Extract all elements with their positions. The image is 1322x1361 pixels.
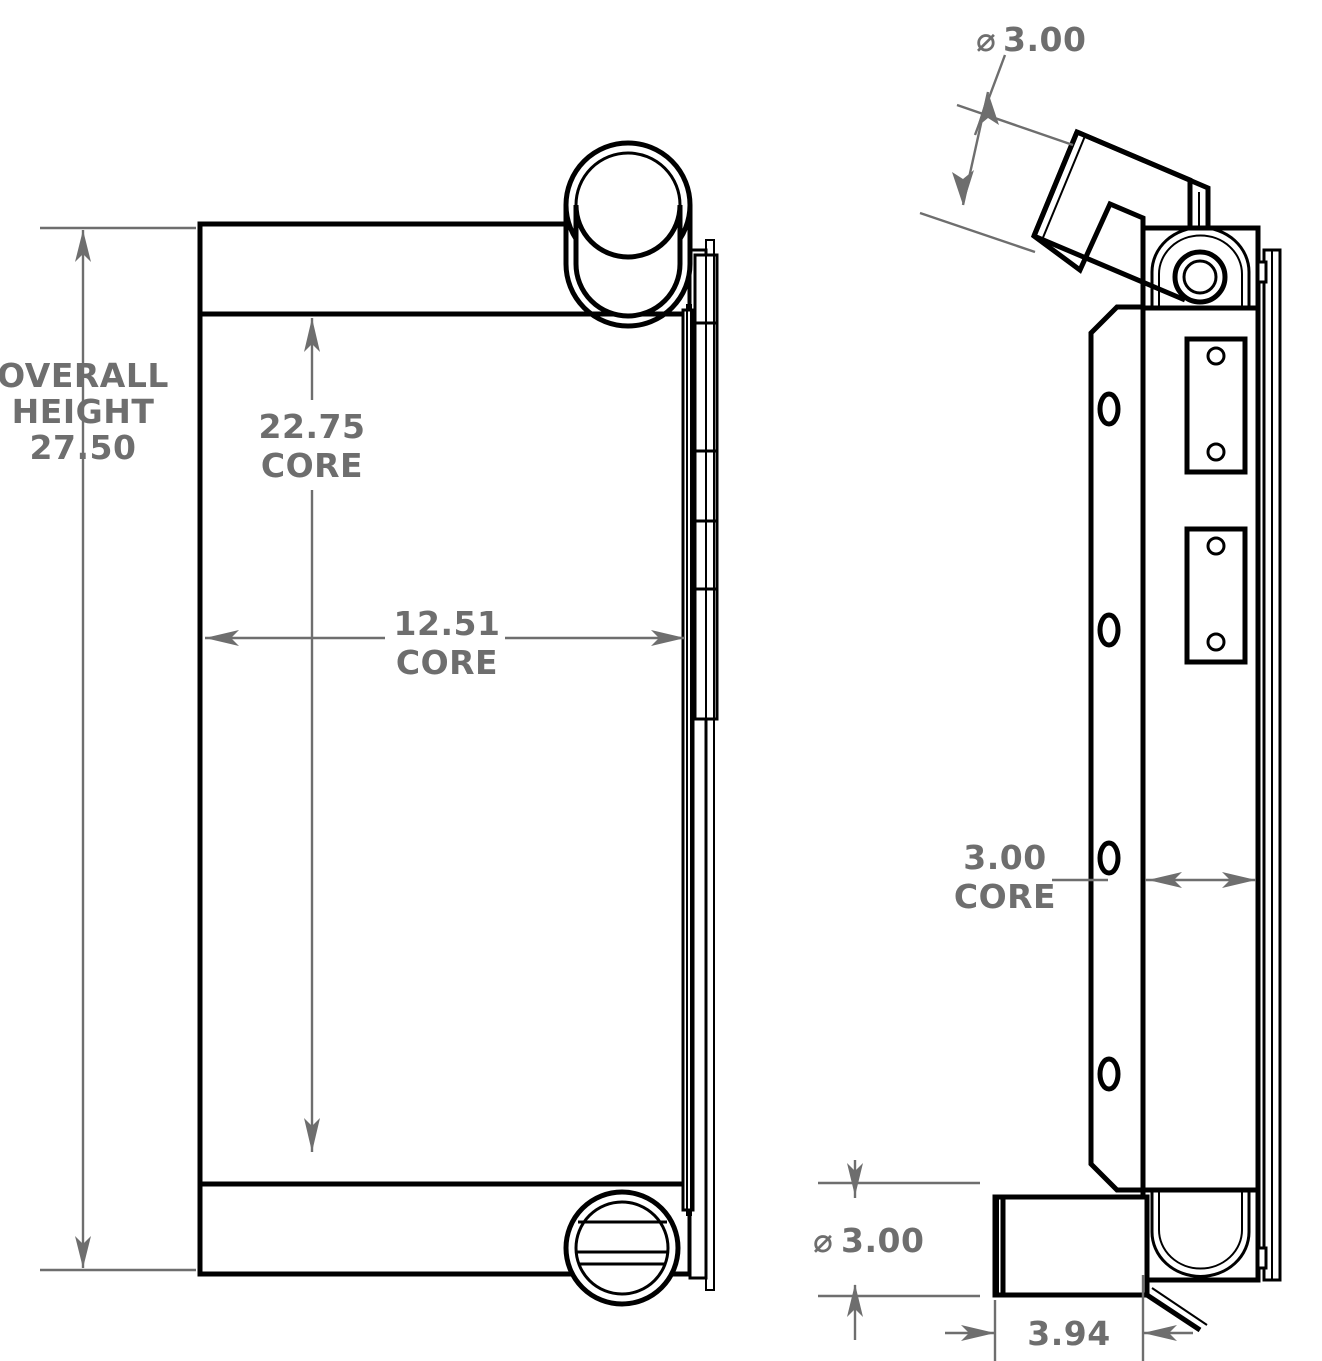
overall-height-value: 27.50 bbox=[30, 428, 137, 467]
dimension-inlet-diameter: ⌀ 3.00 bbox=[919, 20, 1086, 254]
core-width-value: 12.51 bbox=[394, 604, 501, 643]
outlet-diameter-symbol: ⌀ bbox=[813, 1221, 833, 1260]
front-view-core bbox=[197, 311, 693, 1187]
front-view-side-plate bbox=[681, 239, 719, 1291]
dimension-outlet-diameter: ⌀ 3.00 bbox=[813, 1160, 980, 1340]
outlet-diameter-value: 3.00 bbox=[841, 1221, 924, 1260]
overall-height-label-line1: OVERALL bbox=[0, 356, 169, 395]
side-view-inlet-tube bbox=[1030, 128, 1211, 303]
dimension-outlet-length: 3.94 bbox=[945, 1275, 1193, 1361]
side-view-core-fin-marks bbox=[1097, 391, 1121, 1092]
core-height-label: CORE bbox=[261, 446, 363, 485]
core-depth-value: 3.00 bbox=[963, 838, 1046, 877]
outlet-length-value: 3.94 bbox=[1027, 1314, 1110, 1353]
core-height-value: 22.75 bbox=[259, 407, 366, 446]
front-view-inlet-port bbox=[563, 140, 693, 329]
dimension-core-width: 12.51 CORE bbox=[205, 604, 685, 682]
front-view: OVERALL HEIGHT 27.50 22.75 CORE 12.51 bbox=[0, 140, 719, 1307]
side-view: ⌀ 3.00 3.00 CORE ⌀ 3.00 bbox=[813, 20, 1282, 1361]
side-view-mounting-bracket-lower bbox=[1184, 526, 1248, 665]
side-view-core-body bbox=[1088, 304, 1146, 1193]
core-depth-label: CORE bbox=[954, 877, 1056, 916]
side-view-mounting-rail bbox=[1256, 248, 1282, 1282]
dimension-overall-height: OVERALL HEIGHT 27.50 bbox=[0, 226, 196, 1272]
inlet-diameter-symbol: ⌀ bbox=[976, 20, 996, 59]
side-view-outlet-tube bbox=[992, 1194, 1208, 1333]
inlet-diameter-value: 3.00 bbox=[1003, 20, 1086, 59]
core-width-label: CORE bbox=[396, 643, 498, 682]
side-view-bottom-tank bbox=[1140, 1187, 1261, 1283]
overall-height-label-line2: HEIGHT bbox=[12, 392, 155, 431]
side-view-top-tank bbox=[1140, 225, 1261, 311]
side-view-mounting-bracket-upper bbox=[1184, 336, 1248, 475]
dimension-core-depth: 3.00 CORE bbox=[954, 838, 1256, 916]
front-view-outlet-port bbox=[563, 1189, 681, 1307]
dimension-core-height: 22.75 CORE bbox=[259, 318, 366, 1152]
